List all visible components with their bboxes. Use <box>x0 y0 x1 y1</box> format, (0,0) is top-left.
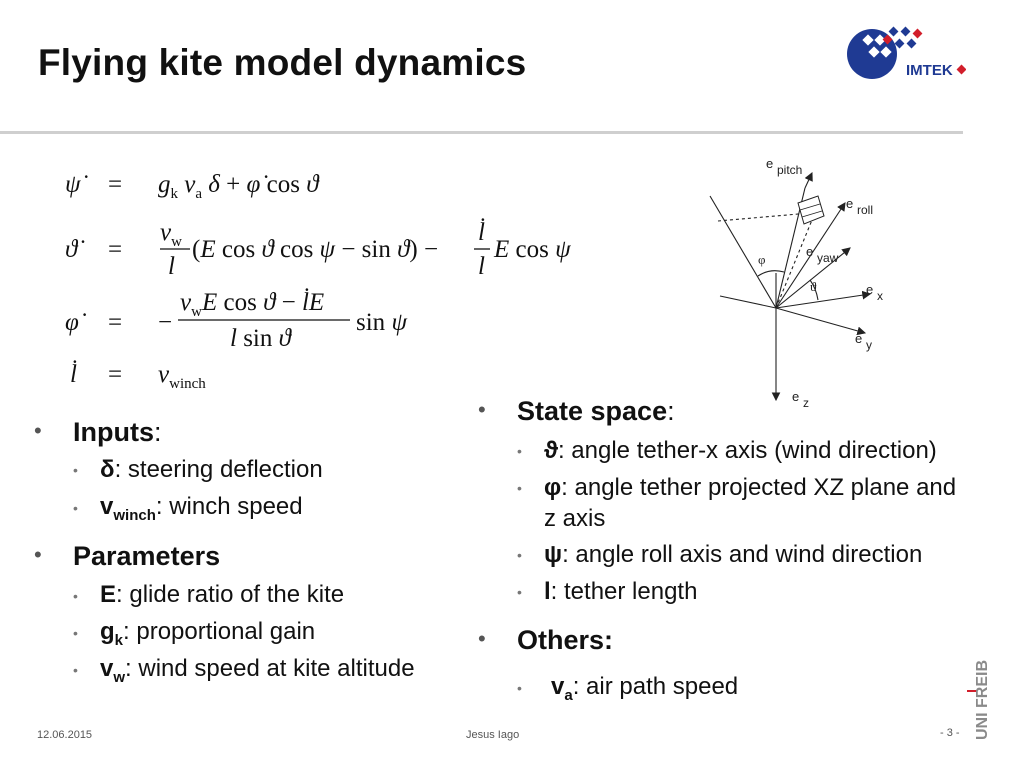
svg-text:vwinch: vwinch <box>158 361 206 392</box>
svg-text:E cos ψ: E cos ψ <box>493 236 571 263</box>
parameters-heading: Parameters <box>73 541 221 571</box>
svg-text:φ̇: φ̇ <box>65 309 87 336</box>
footer-author: Jesus Iago <box>466 729 520 741</box>
svg-text:gk va δ + φ̇ cos ϑ: gk va δ + φ̇ cos ϑ <box>158 171 320 202</box>
list-item-E: E: glide ratio of the kite <box>100 581 345 608</box>
svg-text:ϑ̇: ϑ̇ <box>65 236 85 263</box>
list-item-phi: φ: angle tether projected XZ plane and <box>544 474 957 501</box>
list-item-delta: δ: steering deflection <box>100 456 323 483</box>
svg-text:sin ψ: sin ψ <box>356 309 407 336</box>
label-e-yaw: e <box>806 244 813 259</box>
svg-text:ψ̇: ψ̇ <box>65 171 89 198</box>
imtek-logo: IMTEK <box>847 26 966 79</box>
bullet: • <box>73 500 78 516</box>
label-theta: ϑ <box>810 279 817 294</box>
equations-svg: ψ̇ = gk va δ + φ̇ cos ϑ ϑ̇ = vw l (E cos… <box>65 171 571 392</box>
bullet: • <box>478 626 486 651</box>
label-phi: φ <box>758 252 766 267</box>
state-space-heading: State space: <box>517 396 675 426</box>
svg-text:l: l <box>478 253 485 280</box>
bullet: • <box>478 397 486 422</box>
list-item-psi: ψ: angle roll axis and wind direction <box>544 541 923 568</box>
label-e-y: e <box>855 331 862 346</box>
svg-text:l sin ϑ: l sin ϑ <box>230 325 293 352</box>
bullet: • <box>517 443 522 459</box>
list-item-vw: vw: wind speed at kite altitude <box>100 655 415 686</box>
svg-text:−: − <box>158 309 172 336</box>
bullet: • <box>73 588 78 604</box>
svg-text:=: = <box>108 236 122 263</box>
list-item-phi-cont: z axis <box>544 505 606 532</box>
svg-text:l̇: l̇ <box>70 360 77 388</box>
label-e-pitch: e <box>766 156 773 171</box>
svg-text:l: l <box>168 253 175 280</box>
label-e-x: e <box>866 282 873 297</box>
label-e-z: e <box>792 389 799 404</box>
bullet: • <box>517 584 522 600</box>
svg-text:vw: vw <box>160 219 182 250</box>
bullet: • <box>73 625 78 641</box>
bullet: • <box>73 462 78 478</box>
title-divider <box>0 131 963 134</box>
kite-dynamics-equations: ψ̇ = gk va δ + φ̇ cos ϑ ϑ̇ = vw l (E cos… <box>0 150 600 400</box>
label-e-roll: e <box>846 196 853 211</box>
bullet: • <box>517 680 522 696</box>
svg-text:l̇: l̇ <box>478 218 485 246</box>
footer-date: 12.06.2015 <box>37 729 93 741</box>
uni-freiburg-text: UNI FREIBURG <box>974 660 991 740</box>
kite-axes-diagram: e pitch e roll e yaw e x e y e z φ ϑ <box>709 156 883 410</box>
svg-text:z: z <box>803 396 809 410</box>
svg-text:=: = <box>108 171 122 198</box>
svg-text:roll: roll <box>857 203 873 217</box>
svg-text:(E cos ϑ cos ψ − sin ϑ) −: (E cos ϑ cos ψ − sin ϑ) − <box>192 236 438 263</box>
list-item-va: va: air path speed <box>551 673 739 704</box>
svg-text:yaw: yaw <box>817 251 839 265</box>
svg-text:y: y <box>866 338 872 352</box>
uni-freiburg-logo: UNI FREIBURG <box>967 660 991 740</box>
list-item-theta: ϑ: angle tether-x axis (wind direction) <box>544 437 937 464</box>
bullet: • <box>34 542 42 567</box>
bullet: • <box>517 547 522 563</box>
page-number: - 3 - <box>940 727 960 739</box>
svg-text:x: x <box>877 289 883 303</box>
svg-text:vwE cos ϑ − l̇E: vwE cos ϑ − l̇E <box>180 288 324 320</box>
slide-title: Flying kite model dynamics <box>38 42 527 83</box>
inputs-heading: Inputs: <box>73 417 162 447</box>
bullet: • <box>517 480 522 496</box>
bullet: • <box>73 662 78 678</box>
svg-text:pitch: pitch <box>777 163 802 177</box>
svg-text:=: = <box>108 361 122 388</box>
tether-line <box>709 195 777 309</box>
others-heading: Others: <box>517 625 614 655</box>
list-item-l: l: tether length <box>544 578 698 605</box>
list-item-vwinch: vwinch: winch speed <box>100 493 303 524</box>
svg-text:=: = <box>108 309 122 336</box>
list-item-gk: gk: proportional gain <box>100 618 316 649</box>
bullet: • <box>34 418 42 443</box>
imtek-logo-text: IMTEK <box>906 62 953 79</box>
